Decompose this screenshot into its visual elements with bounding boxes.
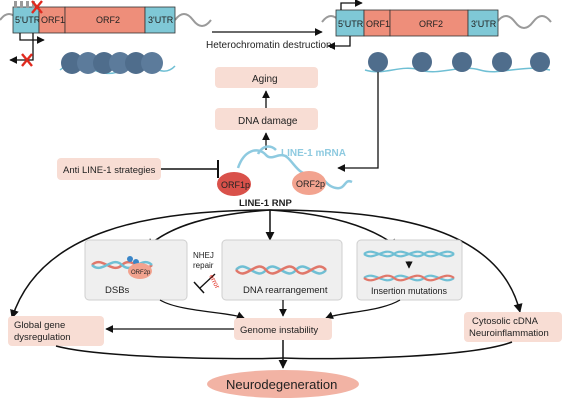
orf2-box — [64, 6, 146, 34]
orf1-label-right: ORF1 — [366, 19, 390, 29]
nhej-inhibit-line — [199, 273, 216, 289]
error-label: error — [207, 274, 220, 291]
orf2p-label: ORF2p — [296, 179, 325, 189]
dna-damage-box — [215, 108, 318, 130]
nhej-inhibit-bar — [193, 281, 205, 294]
dsbs-to-instability-arrow — [159, 299, 245, 319]
line1-mrna-label: LINE-1 mRNA — [281, 148, 346, 159]
orf2p-protein — [292, 171, 326, 195]
utr5-label: 5'UTR — [15, 15, 41, 25]
neurodegeneration-label: Neurodegeneration — [226, 377, 337, 392]
rearrangement-dna-graphic — [235, 265, 327, 275]
utr3-box-right — [467, 9, 499, 37]
orf1-box — [38, 6, 66, 34]
neurodegeneration-oval — [207, 370, 359, 398]
insertion-dna-graphic — [363, 250, 455, 282]
dna-strand-right-end — [496, 15, 552, 29]
orf1-label: ORF1 — [41, 15, 65, 25]
utr5-box-right — [335, 9, 365, 37]
insertion-label: Insertion mutations — [371, 286, 448, 296]
block-x-icon-bottom — [21, 53, 33, 67]
anti-line1-box — [57, 158, 161, 180]
dsbs-orf2p-protein — [128, 263, 152, 279]
orf1p-protein — [217, 172, 251, 196]
nhej-label-line2: repair — [193, 261, 214, 270]
orf1p-label: ORF1p — [221, 180, 250, 190]
dna-strand-left-end — [174, 13, 212, 27]
cytosolic-line2: Neuroinflammation — [469, 328, 549, 339]
dna-damage-label: DNA damage — [238, 116, 298, 127]
utr5-label-right: 5'UTR — [338, 19, 364, 29]
global-dysregulation-line1: Global gene — [14, 320, 65, 331]
heterochromatin-label: Heterochromatin destruction — [206, 40, 332, 51]
insertion-to-instability-arrow — [325, 299, 401, 319]
nhej-label-line1: NHEJ — [193, 251, 214, 260]
rnp-label: LINE-1 RNP — [239, 198, 292, 209]
global-dysregulation-box — [8, 316, 104, 346]
nucleosomes-open — [364, 52, 551, 73]
aging-label: Aging — [252, 74, 278, 85]
genome-instability-box — [234, 318, 332, 340]
utr3-label-right: 3'UTR — [471, 19, 497, 29]
nucleosomes-compact — [59, 52, 176, 75]
genome-instability-label: Genome instability — [240, 325, 318, 336]
sense-promoter-arrow-active — [340, 0, 363, 10]
gene-right: 5'UTR ORF1 ORF2 3'UTR — [321, 0, 552, 73]
orf2-label: ORF2 — [96, 15, 120, 25]
gene-left: 5'UTR ORF1 ORF2 3'UTR — [0, 0, 212, 75]
aging-box — [215, 67, 318, 88]
converge-lines — [55, 340, 513, 369]
global-dysregulation-line2: dysregulation — [14, 332, 71, 343]
antisense-promoter-arrow — [9, 33, 34, 64]
dsbs-orf2p-label: ORF2p — [131, 270, 151, 276]
orf2-label-right: ORF2 — [419, 19, 443, 29]
utr3-box — [144, 6, 176, 34]
utr3-label: 3'UTR — [148, 15, 174, 25]
antisense-promoter-arrow-active — [327, 36, 351, 50]
transcription-arrow — [337, 72, 379, 172]
rearrangement-label: DNA rearrangement — [243, 285, 328, 296]
anti-line1-label: Anti LINE-1 strategies — [63, 165, 156, 176]
sense-promoter-arrow — [19, 33, 45, 44]
cytosolic-line1: Cytosolic cDNA — [472, 316, 539, 327]
dsbs-label: DSBs — [105, 285, 130, 296]
line1-mrna-squiggle — [236, 149, 353, 190]
block-x-icon-top — [31, 0, 43, 14]
orf2-box-right — [389, 9, 469, 37]
cytosolic-box — [464, 312, 562, 342]
